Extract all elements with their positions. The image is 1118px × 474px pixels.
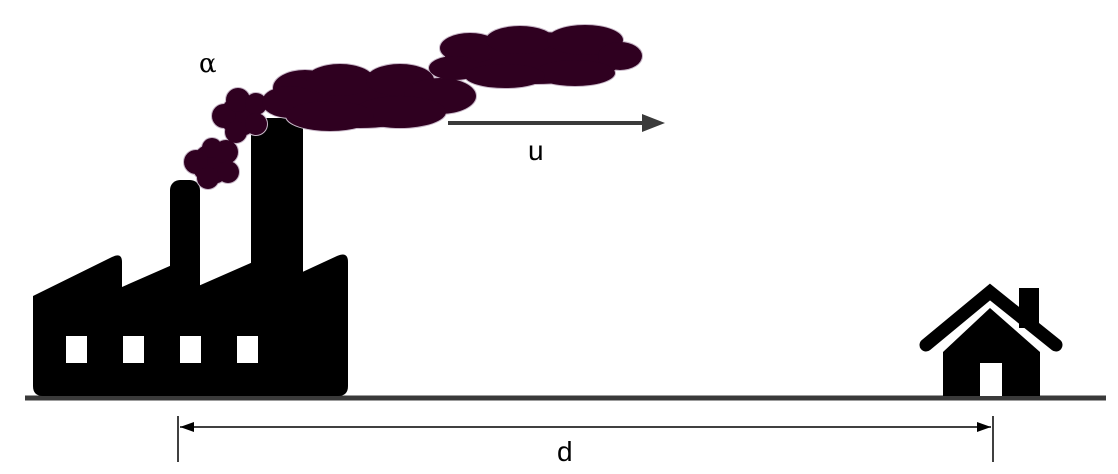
factory-window [180,336,201,363]
smoke-cloud-large [262,64,476,131]
house-icon [919,283,1063,396]
factory-building [33,254,348,396]
house-door [980,363,1002,396]
alpha-label: α [199,49,217,79]
factory-window [66,336,87,363]
velocity-label: u [528,135,544,166]
smoke-puff-small [184,138,239,189]
factory-window [123,336,144,363]
house-body [943,308,1040,396]
smoke-plume [184,25,642,189]
smoke-puff-medium [212,88,267,143]
distance-label: d [557,436,573,467]
factory-window [237,336,258,363]
smoke-cloud-far [429,25,642,88]
wind-velocity-arrow [448,114,665,132]
distance-dimension [177,416,994,462]
tall-chimney [251,118,303,298]
factory-icon [33,118,348,396]
house-roof [919,283,1063,352]
